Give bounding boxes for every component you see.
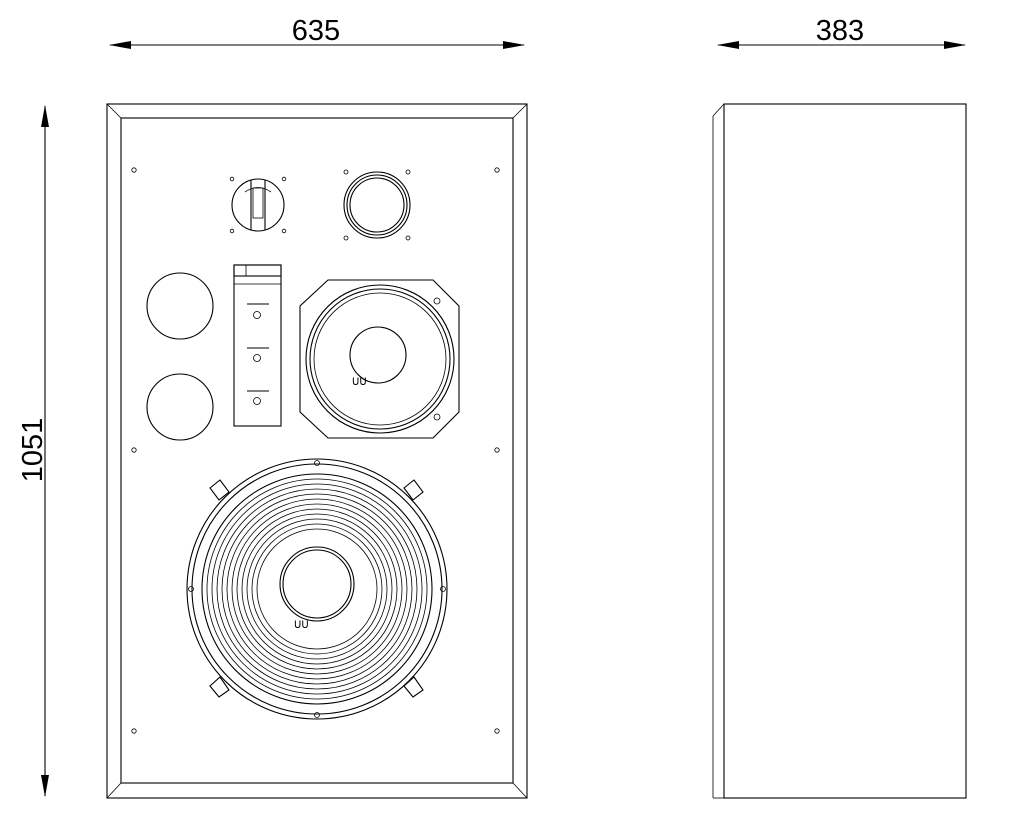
- width-label: 635: [292, 15, 340, 47]
- horn-tweeter: [229, 176, 287, 234]
- width-dimension: 635: [109, 15, 525, 49]
- bass-port-lower: [146, 373, 214, 441]
- midrange-terminal: ᑌᑌ: [352, 377, 367, 388]
- depth-label: 383: [816, 15, 864, 47]
- woofer-driver: ᑌᑌ: [186, 458, 448, 720]
- dome-tweeter: [343, 169, 411, 241]
- depth-dimension: 383: [717, 15, 966, 49]
- woofer-clamps: [188, 460, 446, 718]
- height-label: 1051: [17, 418, 49, 483]
- baffle-panel: [120, 117, 514, 784]
- cabinet-outer-frame: [106, 103, 528, 799]
- front-view: ᑌᑌ: [106, 103, 528, 799]
- side-panel: [723, 103, 967, 799]
- woofer-terminal: ᑌᑌ: [294, 620, 309, 631]
- bass-port-upper: [146, 272, 214, 340]
- level-control-panel: [233, 264, 282, 427]
- height-dimension: 1051: [17, 105, 50, 797]
- side-view: [712, 103, 967, 799]
- midrange-driver: ᑌᑌ: [299, 279, 460, 439]
- mounting-holes: [131, 167, 500, 734]
